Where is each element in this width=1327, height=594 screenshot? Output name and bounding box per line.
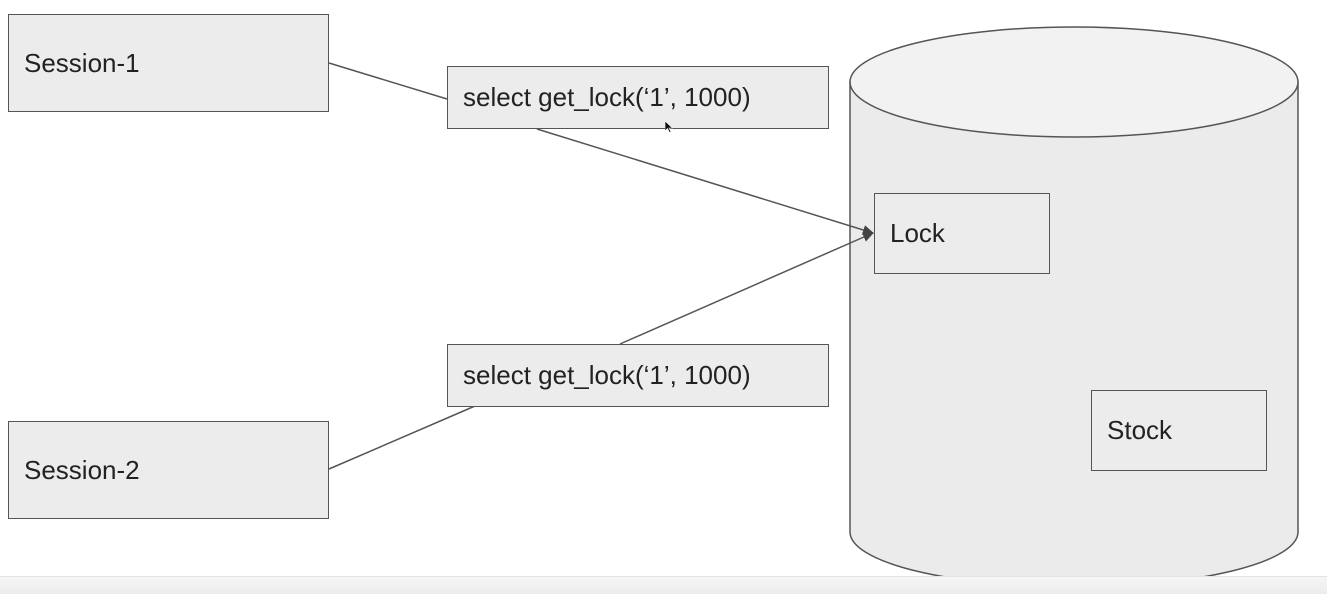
cylinder-body: [849, 81, 1299, 588]
connector-session-1-to-query-1: [328, 62, 448, 100]
query-2-box: select get_lock(‘1’, 1000): [447, 344, 829, 407]
session-1-box: Session-1: [8, 14, 329, 112]
connector-session-2-to-query-2: [328, 405, 476, 470]
arrow-query-1-to-lock: [536, 128, 874, 235]
arrow-query-2-to-lock: [619, 232, 874, 345]
query-1-label: select get_lock(‘1’, 1000): [463, 82, 751, 112]
query-1-box: select get_lock(‘1’, 1000): [447, 66, 829, 129]
stock-box: Stock: [1091, 390, 1267, 471]
lock-box: Lock: [874, 193, 1050, 274]
session-2-label: Session-2: [24, 454, 140, 485]
lock-label: Lock: [890, 218, 945, 248]
mouse-cursor-icon: [665, 121, 673, 133]
database-cylinder: [849, 26, 1299, 588]
session-2-box: Session-2: [8, 421, 329, 519]
session-1-label: Session-1: [24, 47, 140, 78]
cylinder-top: [849, 26, 1299, 138]
bottom-bar: [0, 576, 1327, 594]
query-2-label: select get_lock(‘1’, 1000): [463, 360, 751, 390]
stock-label: Stock: [1107, 415, 1173, 445]
